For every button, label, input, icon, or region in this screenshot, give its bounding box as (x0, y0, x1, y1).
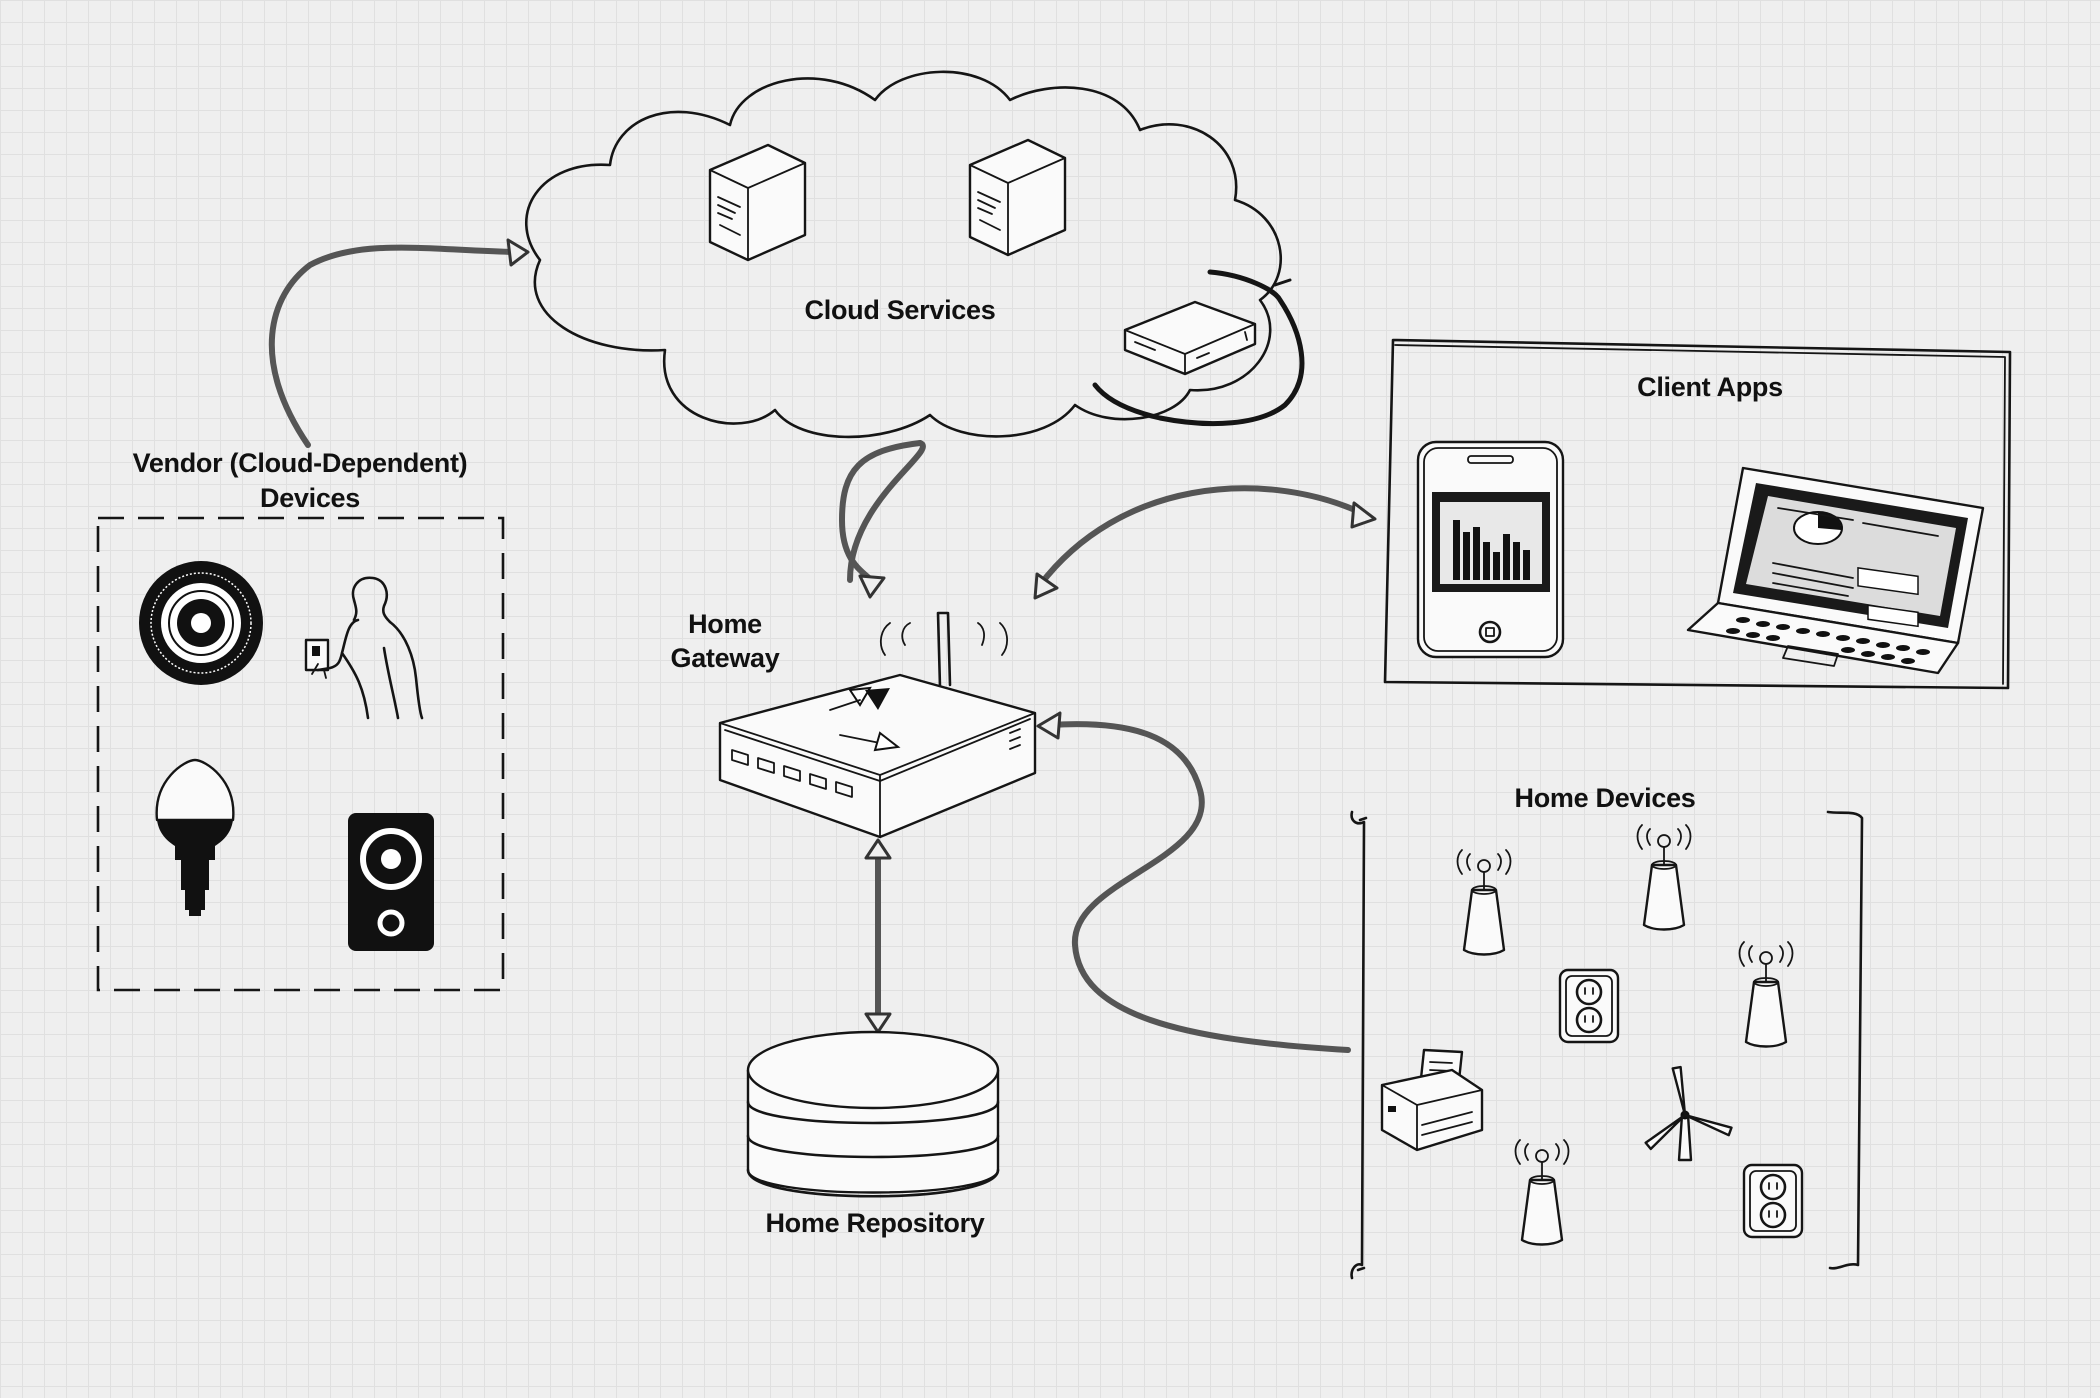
client-apps-frame (1383, 338, 2012, 690)
network-appliance-icon (1123, 300, 1257, 376)
smartphone-icon (1416, 440, 1565, 659)
home-gateway-label-line1: Home (688, 609, 762, 639)
home-repository-label: Home Repository (765, 1208, 985, 1238)
client-apps-label: Client Apps (1637, 372, 1783, 402)
sensor-antenna-icon (1738, 941, 1794, 1048)
arrowhead-into-gateway-top-repo (864, 838, 892, 860)
database-icon (746, 1030, 1000, 1198)
sensor-antenna-icon (1514, 1139, 1570, 1246)
vendor-devices-frame (96, 516, 505, 992)
arrowheads (506, 238, 1377, 1034)
cloud-services-label: Cloud Services (804, 295, 996, 325)
sensor-antenna-icon (1636, 824, 1692, 931)
arrowhead-into-gateway-from-apps (1033, 572, 1059, 600)
arrowhead-into-clientapps (1350, 501, 1377, 529)
laptop-icon (1686, 466, 1985, 675)
power-outlet-icon (1558, 968, 1620, 1044)
server-icon (708, 143, 807, 262)
arrowhead-into-gateway-from-devices (1036, 711, 1062, 740)
speaker-icon (348, 813, 434, 951)
printer-icon (1380, 1048, 1484, 1152)
home-gateway-label-line2: Gateway (670, 643, 780, 673)
connector-vendor-to-cloud (268, 244, 518, 448)
home-devices-frame (1350, 810, 1864, 1280)
arrowhead-into-cloud (506, 238, 530, 267)
router-icon (718, 611, 1037, 839)
arrowhead-into-gateway-from-cloud (858, 574, 886, 599)
arrowhead-into-repository (864, 1012, 892, 1034)
home-devices-label: Home Devices (1514, 783, 1696, 813)
power-outlet-icon (1742, 1163, 1804, 1239)
vendor-devices-label-line2: Devices (260, 483, 360, 513)
wind-turbine-icon (1644, 1065, 1733, 1162)
server-icon (968, 138, 1067, 257)
smart-thermostat-icon (139, 561, 263, 685)
connector-cloud-to-gateway (847, 440, 926, 583)
person-at-keypad-icon (304, 576, 424, 720)
connector-homedevices-to-gateway (1047, 721, 1351, 1053)
connectors (268, 244, 1358, 1053)
vendor-devices-label-line1: Vendor (Cloud-Dependent) (132, 448, 468, 478)
light-bulb-icon (155, 758, 235, 916)
cloud-services-cloud (525, 70, 1305, 439)
sensor-antenna-icon (1456, 849, 1512, 956)
connector-clientapps-to-gateway (1037, 485, 1358, 588)
